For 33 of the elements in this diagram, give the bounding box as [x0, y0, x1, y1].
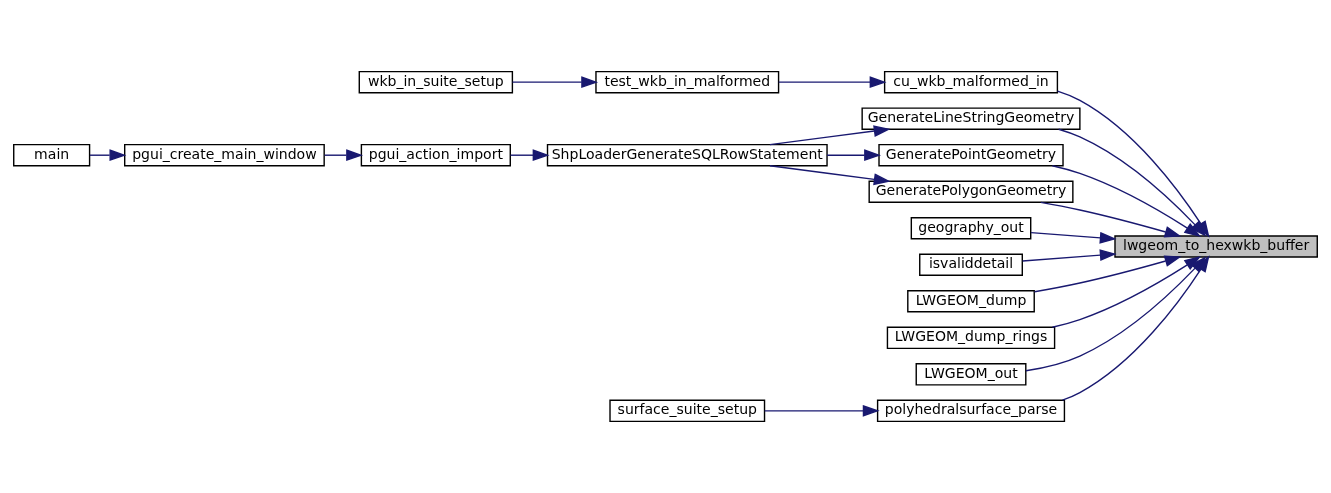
arrow: [769, 165, 891, 186]
arrow: [1040, 201, 1182, 238]
arrow: [323, 149, 364, 162]
arrow: [1033, 255, 1182, 293]
arrow: [1051, 255, 1202, 328]
node-box: ShpLoaderGenerateSQLRowStatement: [546, 143, 828, 167]
node-box: GeneratePointGeometry: [878, 143, 1064, 167]
node-box: LWGEOM_out: [915, 363, 1027, 386]
arrow: [769, 125, 891, 146]
arrow: [1030, 231, 1117, 244]
arrow: [826, 149, 881, 162]
arrow: [764, 404, 880, 417]
arrow: [1051, 165, 1202, 238]
node-box: surface_suite_setup: [609, 399, 766, 423]
node-box: geography_out: [910, 217, 1032, 240]
arrow: [511, 76, 599, 89]
node-box: LWGEOM_dump: [907, 290, 1035, 313]
arrow: [89, 149, 127, 162]
arrow: [778, 76, 887, 89]
node-box: isvaliddetail: [919, 253, 1023, 276]
node-box: pgui_create_main_window: [124, 143, 325, 167]
node-box: LWGEOM_dump_rings: [886, 326, 1056, 350]
node-box: test_wkb_in_malformed: [595, 70, 780, 94]
node-box: cu_wkb_malformed_in: [883, 70, 1059, 94]
node-box: main: [13, 143, 91, 167]
node-box: lwgeom_to_hexwkb_buffer: [1114, 235, 1318, 258]
node-box: wkb_in_suite_setup: [358, 70, 514, 94]
arrow: [509, 149, 550, 162]
node-box: pgui_action_import: [360, 143, 511, 167]
arrow: [1021, 249, 1117, 262]
node-box: GeneratePolygonGeometry: [868, 180, 1074, 203]
node-box: polyhedralsurface_parse: [876, 399, 1066, 423]
node-box: GenerateLineStringGeometry: [861, 107, 1081, 130]
